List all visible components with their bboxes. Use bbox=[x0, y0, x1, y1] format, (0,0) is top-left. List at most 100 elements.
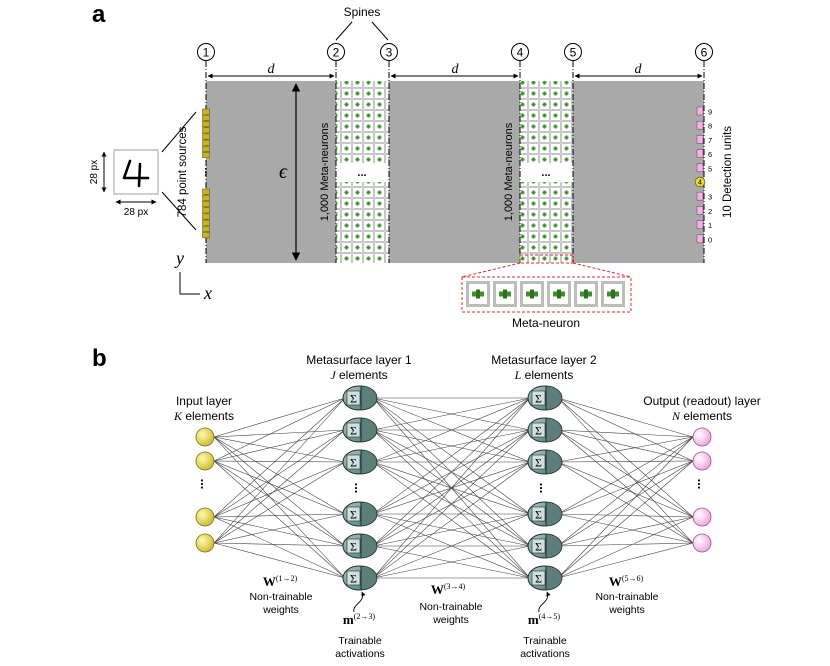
network-edge bbox=[213, 513, 346, 544]
input-node bbox=[195, 451, 215, 471]
spines-pointer-right bbox=[371, 21, 389, 41]
metasurface-node-activation bbox=[545, 417, 563, 443]
sum-symbol: Σ bbox=[535, 392, 542, 406]
detection-digit: 5 bbox=[708, 164, 712, 173]
sum-symbol: Σ bbox=[350, 572, 357, 586]
network-edge bbox=[213, 397, 346, 438]
network-edge bbox=[557, 397, 694, 544]
metasurface-node-activation bbox=[360, 565, 378, 591]
point-source bbox=[202, 219, 210, 226]
spines-pointer-left bbox=[335, 21, 353, 41]
network-edges bbox=[213, 397, 694, 579]
meta2-ellipsis: ... bbox=[537, 483, 552, 494]
metasurface-node: Σ bbox=[342, 385, 378, 411]
input-node bbox=[195, 507, 215, 527]
network-edge bbox=[557, 436, 694, 515]
metasurface-node: Σ bbox=[342, 501, 378, 527]
meta1-ellipsis: ... bbox=[352, 483, 367, 494]
metasurface-node-sum-box bbox=[346, 570, 361, 586]
plane-5-number: 5 bbox=[570, 46, 577, 60]
network-edge bbox=[213, 397, 346, 544]
callout-line-right bbox=[572, 262, 632, 278]
meta-neuron-label: Meta-neuron bbox=[512, 316, 580, 330]
metasurface-node: Σ bbox=[527, 385, 563, 411]
point-source bbox=[202, 152, 210, 159]
meta-neuron-post bbox=[476, 289, 480, 299]
spine-2-gap bbox=[520, 163, 573, 182]
point-source bbox=[202, 114, 210, 121]
network-edge bbox=[557, 436, 694, 579]
output-node bbox=[692, 533, 712, 553]
plane-3-number: 3 bbox=[386, 46, 393, 60]
distance-label-1: d bbox=[268, 62, 276, 77]
network-edge bbox=[557, 516, 694, 579]
detection-unit bbox=[696, 220, 704, 229]
panel-b-label: b bbox=[92, 345, 107, 372]
panel-a-label: a bbox=[92, 1, 106, 28]
detection-digit: 0 bbox=[708, 235, 712, 244]
distance-label-2: d bbox=[452, 62, 460, 77]
network-edge bbox=[213, 461, 346, 544]
detection-digit: 6 bbox=[708, 150, 712, 159]
weights-1-2-desc-2: weights bbox=[262, 604, 299, 616]
sum-symbol: Σ bbox=[535, 540, 542, 554]
detection-units-label: 10 Detection units bbox=[722, 126, 734, 218]
metasurface-node-sum-box bbox=[531, 570, 546, 586]
metasurface-node-sum-box bbox=[531, 506, 546, 522]
activation-4-5-pointer bbox=[538, 591, 551, 613]
metasurface-node-activation bbox=[545, 565, 563, 591]
output-layer-title: Output (readout) layer bbox=[643, 394, 760, 408]
network-edge bbox=[213, 436, 346, 515]
point-source bbox=[202, 213, 210, 220]
spine-2-ellipsis: ... bbox=[541, 167, 550, 179]
network-edge bbox=[557, 397, 694, 462]
metasurface-node: Σ bbox=[342, 417, 378, 443]
detection-digit: 3 bbox=[708, 193, 712, 202]
activation-4-5-desc-2: activations bbox=[520, 648, 570, 660]
point-sources-ellipsis: ... bbox=[202, 167, 214, 176]
sum-symbol: Σ bbox=[350, 424, 357, 438]
weights-1-2-desc-1: Non-trainable bbox=[249, 591, 312, 603]
metasurface-node: Σ bbox=[342, 533, 378, 559]
meta-neurons-label-1: 1,000 Meta-neurons bbox=[319, 122, 331, 221]
sum-symbol: Σ bbox=[535, 456, 542, 470]
metasurface-node-activation bbox=[360, 501, 378, 527]
network-edge bbox=[557, 513, 694, 518]
sum-symbol: Σ bbox=[535, 508, 542, 522]
axis-x-label: x bbox=[203, 283, 212, 303]
metasurface-node-sum-box bbox=[531, 390, 546, 406]
metasurface-node-sum-box bbox=[531, 422, 546, 438]
network-edge bbox=[213, 436, 346, 579]
network-edge bbox=[213, 513, 346, 518]
callout-line-left bbox=[461, 262, 521, 278]
network-edge bbox=[372, 429, 531, 463]
network-edge bbox=[372, 397, 531, 463]
spines-label: Spines bbox=[344, 5, 381, 19]
network-edge bbox=[213, 397, 346, 518]
metasurface-node: Σ bbox=[527, 417, 563, 443]
plane-6-marker bbox=[695, 43, 713, 61]
metasurface-node-sum-box bbox=[531, 454, 546, 470]
output-node bbox=[692, 451, 712, 471]
plane-4-number: 4 bbox=[517, 46, 524, 60]
network-edge bbox=[372, 397, 531, 547]
point-source bbox=[202, 108, 210, 115]
sum-symbol: Σ bbox=[535, 572, 542, 586]
weights-3-4-desc-1: Non-trainable bbox=[419, 601, 482, 613]
detection-digit: 9 bbox=[708, 108, 712, 117]
axis-corner bbox=[179, 272, 200, 295]
plane-6-number: 6 bbox=[701, 46, 708, 60]
detection-unit-active-digit: 4 bbox=[698, 180, 702, 187]
detection-digit: 2 bbox=[708, 207, 712, 216]
metasurface-node-sum-box bbox=[346, 390, 361, 406]
weights-5-6-desc-2: weights bbox=[608, 604, 645, 616]
detection-unit-active bbox=[694, 176, 706, 188]
network-edge bbox=[372, 397, 531, 431]
network-edge bbox=[213, 542, 346, 579]
output-layer-count: N elements bbox=[671, 409, 732, 423]
network-edge bbox=[372, 513, 531, 579]
meta-neuron-cells bbox=[466, 281, 625, 307]
meta-neuron-post bbox=[503, 289, 507, 299]
callout-source-box bbox=[519, 254, 574, 264]
